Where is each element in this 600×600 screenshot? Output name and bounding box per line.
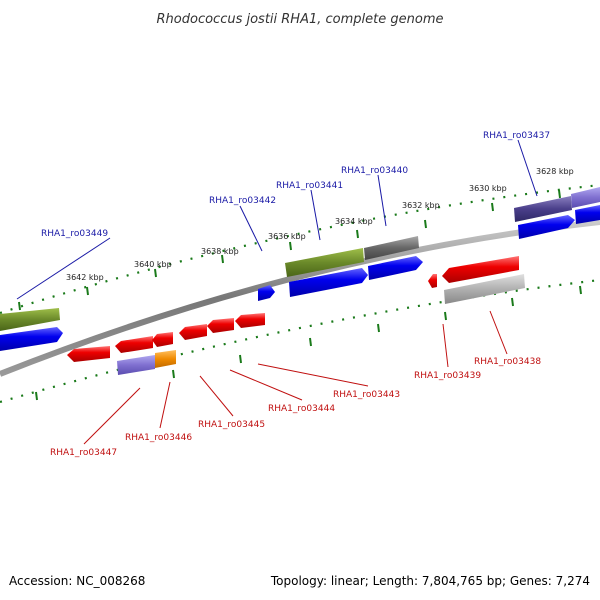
scale-tick xyxy=(86,286,89,296)
gene-reverse[interactable] xyxy=(235,313,265,328)
scale-label: 3630 kbp xyxy=(469,184,507,193)
scale-tick xyxy=(172,369,175,379)
gene-label[interactable]: RHA1_ro03446 xyxy=(125,433,192,443)
scale-tick xyxy=(18,301,21,311)
scale-label: 3636 kbp xyxy=(268,232,306,241)
gene-label[interactable]: RHA1_ro03441 xyxy=(276,181,343,191)
scale-label: 3632 kbp xyxy=(402,201,440,210)
feature-orange[interactable] xyxy=(155,350,176,368)
leader-line xyxy=(257,363,369,387)
lower-scale-line xyxy=(0,278,600,404)
gene-label[interactable]: RHA1_ro03445 xyxy=(198,420,265,430)
gene-label[interactable]: RHA1_ro03437 xyxy=(483,131,550,141)
scale-tick xyxy=(154,268,157,278)
scale-label: 3640 kbp xyxy=(134,260,172,269)
feature-purple[interactable] xyxy=(514,196,572,222)
feature-olive[interactable] xyxy=(0,308,60,331)
scale-tick xyxy=(424,219,427,229)
gene-reverse[interactable] xyxy=(442,256,519,283)
lower-scale-ticks xyxy=(35,285,582,401)
gene-label[interactable]: RHA1_ro03444 xyxy=(268,404,335,414)
gene-reverse[interactable] xyxy=(115,336,153,353)
accession-text: Accession: NC_008268 xyxy=(9,574,145,588)
leader-line xyxy=(16,237,111,300)
scale-label: 3628 kbp xyxy=(536,167,574,176)
gene-label[interactable]: RHA1_ro03442 xyxy=(209,196,276,206)
gene-reverse[interactable] xyxy=(152,332,173,347)
gene-forward[interactable] xyxy=(368,256,423,280)
feature-lavender[interactable] xyxy=(117,355,155,375)
scale-label: 3642 kbp xyxy=(66,273,104,282)
scale-label: 3638 kbp xyxy=(201,247,239,256)
gene-reverse[interactable] xyxy=(67,346,110,362)
bottom-labels: RHA1_ro03447 RHA1_ro03446 RHA1_ro03445 R… xyxy=(50,310,541,458)
scale-tick xyxy=(444,311,447,321)
feature-olive[interactable] xyxy=(285,248,364,277)
leader-line xyxy=(310,189,321,241)
upper-features xyxy=(0,187,600,351)
scale-tick xyxy=(579,285,582,295)
leader-line xyxy=(229,369,303,401)
gene-forward[interactable] xyxy=(575,205,600,224)
genome-backbone xyxy=(0,219,600,377)
top-labels: RHA1_ro03449 RHA1_ro03442 RHA1_ro03441 R… xyxy=(16,131,550,300)
gene-label[interactable]: RHA1_ro03438 xyxy=(474,357,541,367)
leader-line xyxy=(442,323,449,368)
scale-tick xyxy=(558,189,561,199)
scale-tick xyxy=(239,354,242,364)
scale-tick xyxy=(511,297,514,307)
feature-gray[interactable] xyxy=(364,236,419,260)
scale-tick xyxy=(289,241,292,251)
gene-reverse[interactable] xyxy=(179,324,207,340)
gene-label[interactable]: RHA1_ro03440 xyxy=(341,166,408,176)
gene-label[interactable]: RHA1_ro03449 xyxy=(41,229,108,239)
scale-label: 3634 kbp xyxy=(335,217,373,226)
leader-line xyxy=(83,387,141,445)
gene-forward[interactable] xyxy=(289,268,368,297)
gene-reverse[interactable] xyxy=(207,318,234,333)
leader-line xyxy=(517,139,538,197)
gene-label[interactable]: RHA1_ro03447 xyxy=(50,448,117,458)
feature-lavender[interactable] xyxy=(571,187,600,208)
leader-line xyxy=(239,205,263,252)
leader-line xyxy=(377,174,387,227)
leader-line xyxy=(489,310,508,355)
gene-reverse[interactable] xyxy=(428,274,437,288)
upper-scale-line xyxy=(0,183,600,315)
genome-title: Rhodococcus jostii RHA1, complete genome xyxy=(157,12,444,27)
leader-line xyxy=(159,381,171,429)
gene-forward[interactable] xyxy=(258,285,275,301)
scale-tick xyxy=(377,323,380,333)
gene-forward[interactable] xyxy=(518,215,575,239)
lower-features xyxy=(67,256,525,375)
scale-tick xyxy=(35,391,38,401)
scale-tick xyxy=(309,337,312,347)
scale-tick xyxy=(356,229,359,239)
feature-light-gray[interactable] xyxy=(444,274,525,304)
scale-tick xyxy=(491,202,494,212)
scale-tick xyxy=(221,254,224,264)
gene-forward[interactable] xyxy=(0,327,63,351)
upper-scale xyxy=(0,183,600,315)
leader-line xyxy=(199,375,234,417)
topology-text: Topology: linear; Length: 7,804,765 bp; … xyxy=(270,574,590,588)
gene-label[interactable]: RHA1_ro03443 xyxy=(333,390,400,400)
gene-label[interactable]: RHA1_ro03439 xyxy=(414,371,481,381)
